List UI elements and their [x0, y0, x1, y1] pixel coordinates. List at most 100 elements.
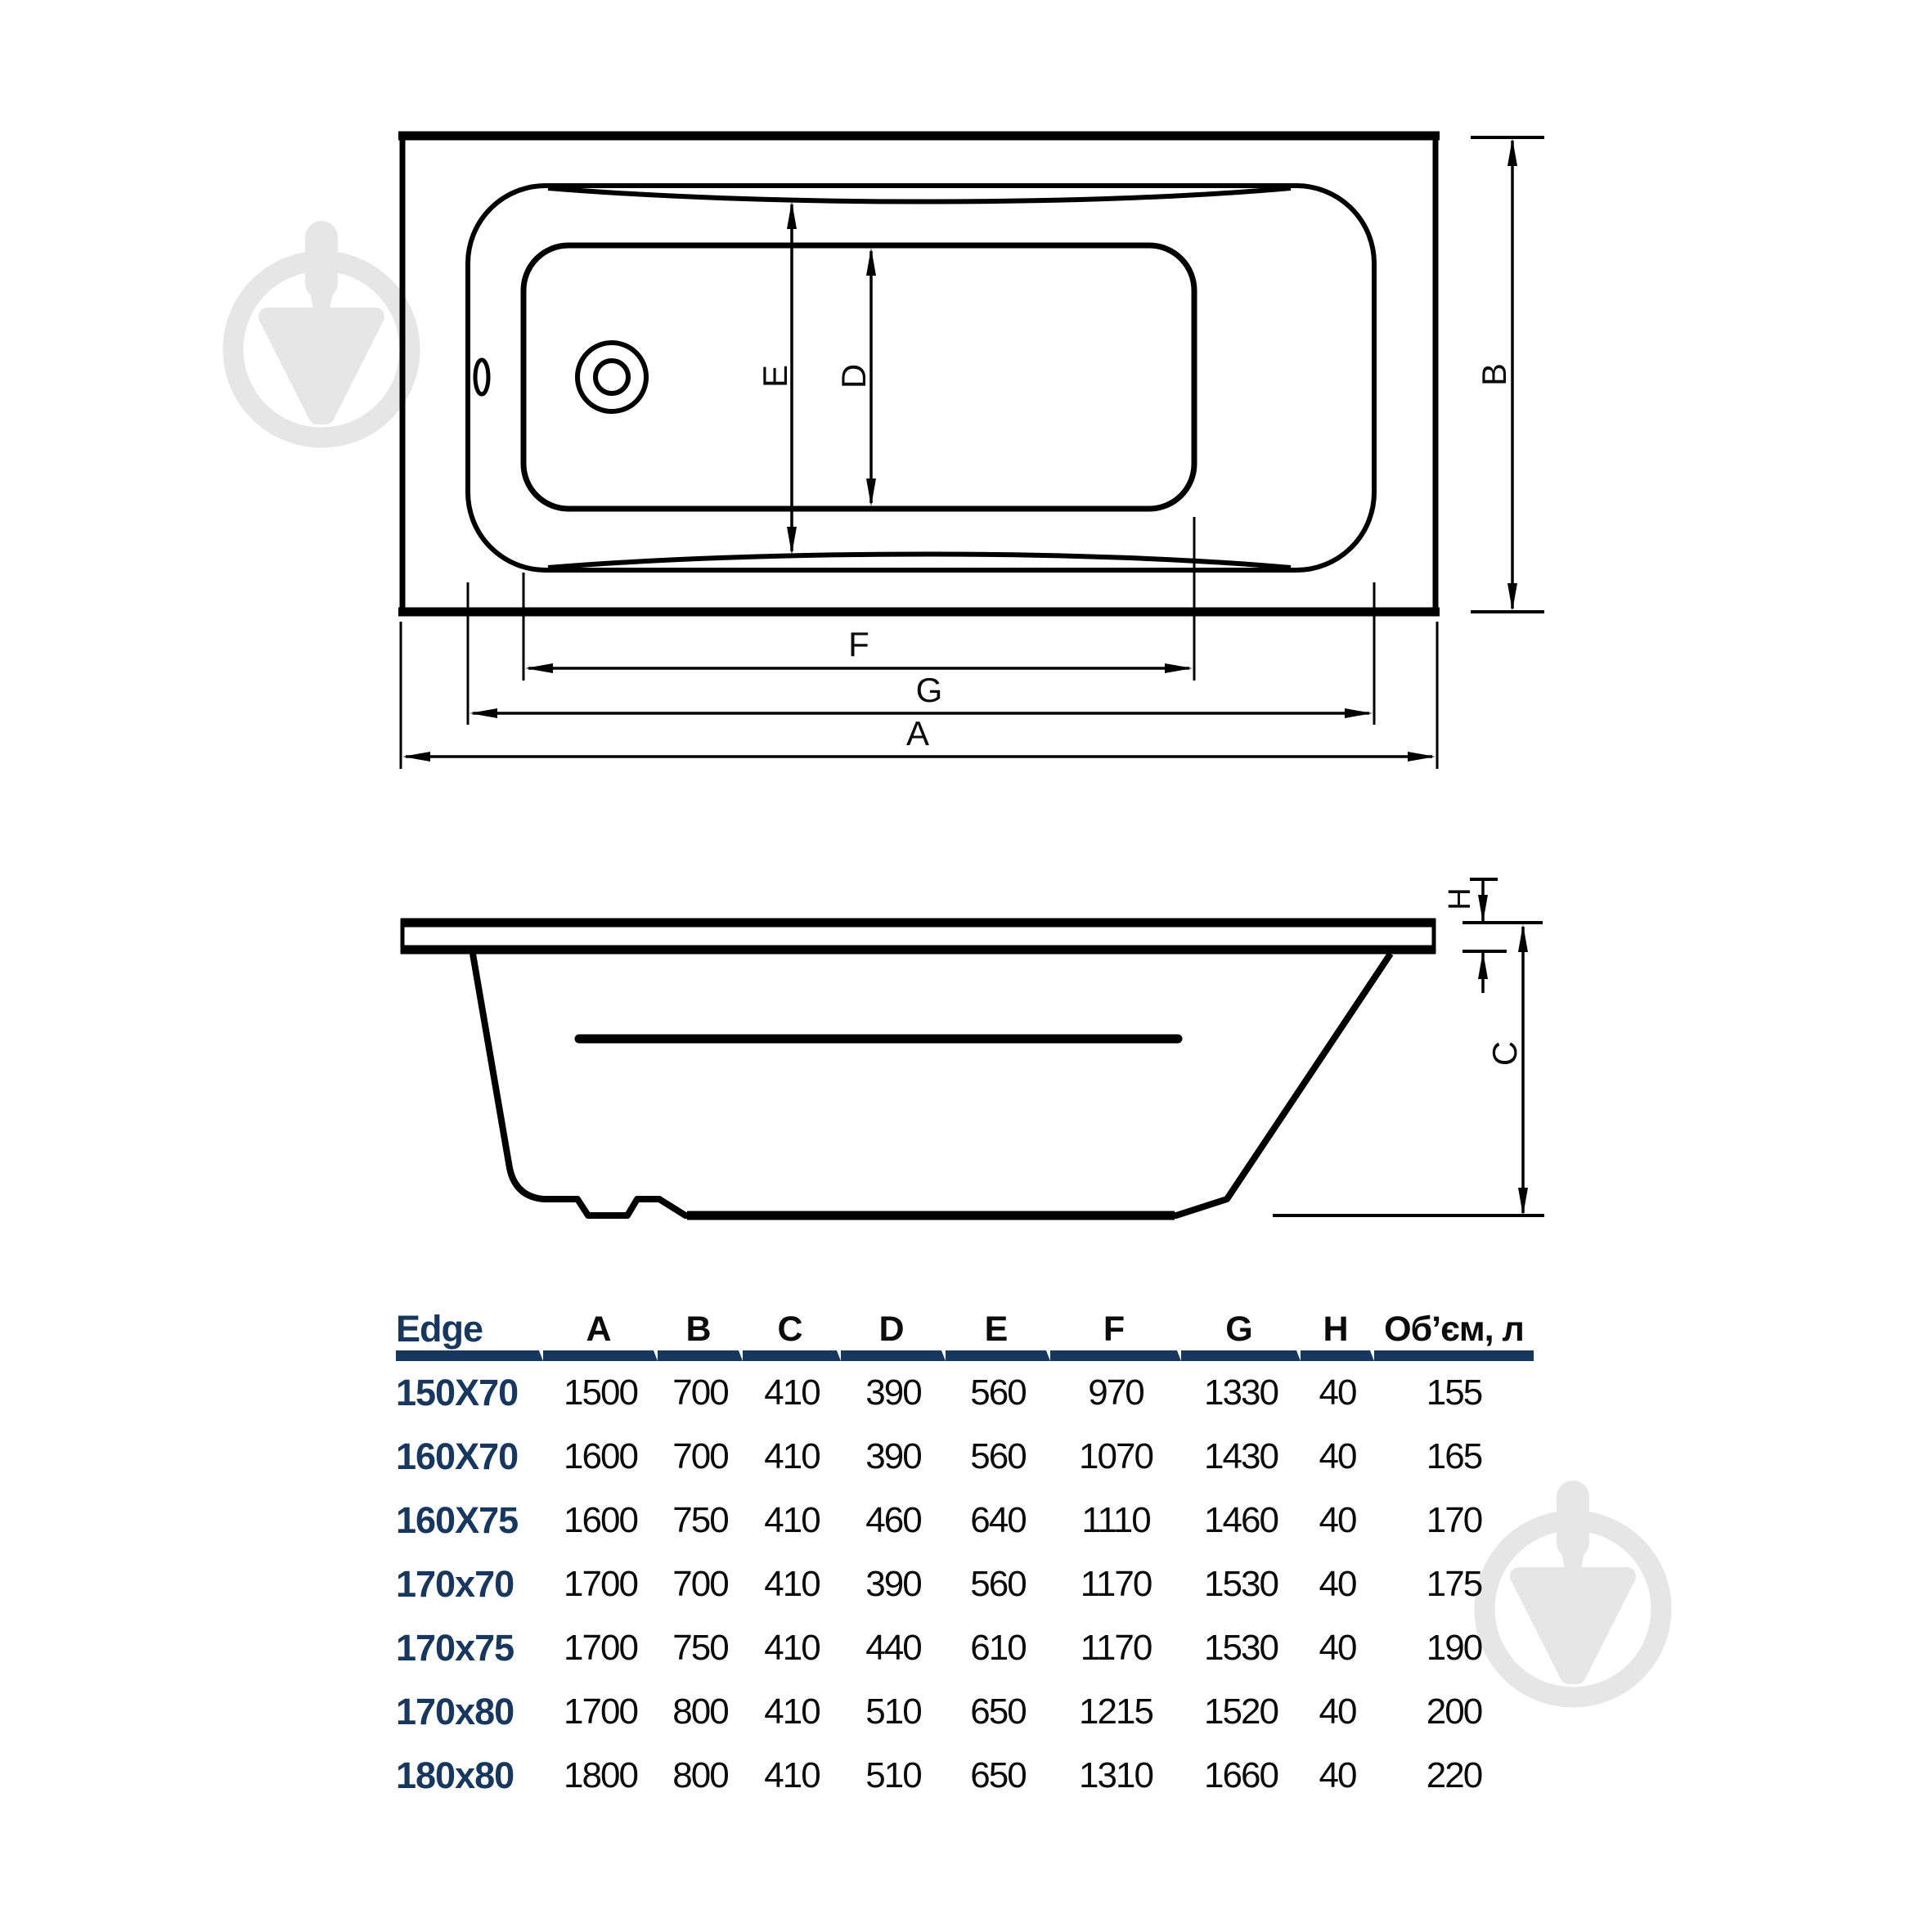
- cell-F: 1310: [1079, 1755, 1154, 1795]
- drain-hole-icon: [593, 358, 631, 396]
- size-label: 170x70: [396, 1563, 514, 1605]
- cell-G: 1430: [1204, 1436, 1279, 1476]
- basin-bottom-outline: [520, 242, 1197, 512]
- table-header-row: Edge A B C D E F G H Об’єм, л: [396, 1308, 1534, 1361]
- cell-B: 700: [672, 1436, 729, 1476]
- col-header-G: G: [1181, 1308, 1301, 1361]
- cell-F: 1170: [1080, 1564, 1153, 1604]
- spec-table: Edge A B C D E F G H Об’єм, л 150X70 150…: [396, 1308, 1534, 1808]
- cell-H: 40: [1319, 1436, 1358, 1476]
- tub-body-profile: [470, 951, 1394, 1219]
- dim-label-D: D: [834, 364, 873, 389]
- cell-A: 1800: [564, 1755, 639, 1795]
- cell-B: 700: [672, 1373, 729, 1413]
- cell-F: 1215: [1079, 1692, 1154, 1732]
- dim-label-E: E: [756, 365, 794, 388]
- cell-H: 40: [1319, 1564, 1358, 1604]
- cell-A: 1600: [564, 1436, 639, 1476]
- drain-icon: [575, 340, 649, 414]
- cell-G: 1460: [1204, 1500, 1279, 1540]
- dim-label-G: G: [916, 671, 943, 709]
- cell-volume: 165: [1426, 1436, 1483, 1476]
- watermark-logo-bottom-right: [1474, 1480, 1672, 1708]
- dim-label-H: H: [1443, 887, 1477, 910]
- table-row: 160X70 1600 700 410 390 560 1070 1430 40…: [396, 1425, 1534, 1489]
- rim-inner-curve-top: [547, 186, 1292, 204]
- cell-B: 700: [672, 1564, 729, 1604]
- cell-B: 750: [672, 1628, 729, 1668]
- cell-D: 510: [865, 1692, 922, 1732]
- size-label: 160X70: [396, 1436, 519, 1477]
- cell-volume: 170: [1426, 1500, 1483, 1540]
- cell-E: 560: [970, 1564, 1027, 1604]
- table-product-name: Edge: [396, 1308, 543, 1361]
- cell-H: 40: [1319, 1628, 1358, 1668]
- cell-H: 40: [1319, 1373, 1358, 1413]
- cell-E: 560: [970, 1436, 1027, 1476]
- cell-A: 1700: [564, 1628, 639, 1668]
- cell-volume: 190: [1426, 1628, 1483, 1668]
- cell-E: 640: [970, 1500, 1027, 1540]
- cell-D: 510: [865, 1755, 922, 1795]
- cell-G: 1660: [1204, 1755, 1279, 1795]
- table-row: 180x80 1800 800 410 510 650 1310 1660 40…: [396, 1744, 1534, 1808]
- table-row: 150X70 1500 700 410 390 560 970 1330 40 …: [396, 1361, 1534, 1425]
- cell-C: 410: [764, 1500, 820, 1540]
- watermark-logo-top-left: [222, 221, 420, 448]
- rim-inner-curve-bottom: [547, 551, 1292, 570]
- cell-C: 410: [764, 1373, 820, 1413]
- cell-C: 410: [764, 1692, 820, 1732]
- rim-outline: [465, 183, 1377, 573]
- cell-E: 610: [970, 1628, 1027, 1668]
- col-header-H: H: [1301, 1308, 1374, 1361]
- col-header-volume: Об’єм, л: [1374, 1308, 1534, 1361]
- cell-F: 1070: [1079, 1436, 1154, 1476]
- table-row: 170x80 1700 800 410 510 650 1215 1520 40…: [396, 1680, 1534, 1744]
- cell-volume: 220: [1426, 1755, 1483, 1795]
- plan-view: [398, 131, 1544, 769]
- cell-A: 1700: [564, 1564, 639, 1604]
- size-label: 170x80: [396, 1691, 514, 1732]
- cell-G: 1530: [1204, 1564, 1279, 1604]
- dim-C: [1518, 924, 1528, 1215]
- dim-label-F: F: [848, 625, 869, 663]
- cell-H: 40: [1319, 1755, 1358, 1795]
- cell-E: 650: [970, 1755, 1027, 1795]
- dim-A: [399, 622, 1439, 769]
- side-view: [400, 878, 1544, 1220]
- table-row: 170x75 1700 750 410 440 610 1170 1530 40…: [396, 1616, 1534, 1680]
- dim-E: [787, 201, 797, 555]
- cell-H: 40: [1319, 1692, 1358, 1732]
- cell-A: 1500: [564, 1373, 639, 1413]
- size-label: 180x80: [396, 1755, 514, 1796]
- overflow-icon: [473, 357, 491, 397]
- cell-D: 460: [865, 1500, 922, 1540]
- table-row: 170x70 1700 700 410 390 560 1170 1530 40…: [396, 1552, 1534, 1616]
- cell-B: 800: [672, 1755, 729, 1795]
- cell-F: 970: [1088, 1373, 1144, 1413]
- cell-G: 1520: [1204, 1692, 1279, 1732]
- cell-C: 410: [764, 1564, 820, 1604]
- cell-F: 1170: [1080, 1628, 1153, 1668]
- dim-D: [866, 248, 876, 506]
- cell-volume: 155: [1426, 1373, 1483, 1413]
- dim-label-B: B: [1475, 363, 1513, 386]
- cell-D: 390: [865, 1373, 922, 1413]
- col-header-E: E: [946, 1308, 1050, 1361]
- col-header-F: F: [1050, 1308, 1181, 1361]
- cell-E: 560: [970, 1373, 1027, 1413]
- dim-H: [1462, 878, 1543, 993]
- dim-label-C: C: [1485, 1041, 1524, 1066]
- cell-A: 1600: [564, 1500, 639, 1540]
- size-label: 170x75: [396, 1627, 514, 1669]
- col-header-B: B: [658, 1308, 743, 1361]
- cell-D: 390: [865, 1564, 922, 1604]
- size-label: 150X70: [396, 1372, 519, 1413]
- cell-A: 1700: [564, 1692, 639, 1732]
- cell-D: 440: [865, 1628, 922, 1668]
- cell-B: 800: [672, 1692, 729, 1732]
- cell-H: 40: [1319, 1500, 1358, 1540]
- cell-B: 750: [672, 1500, 729, 1540]
